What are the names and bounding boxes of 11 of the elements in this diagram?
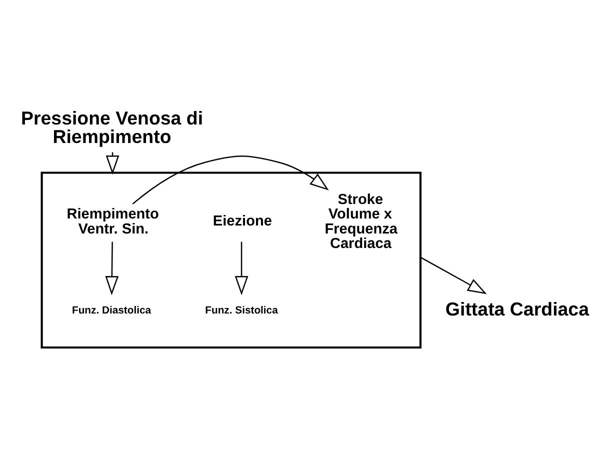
node-text: Stroke Volume x Frequenza Cardiaca [324,192,398,252]
node-text: Funz. Diastolica [72,305,152,316]
node-text: Eiezione [212,212,272,229]
arrow [234,241,248,295]
arrow [420,256,487,294]
node-text: Gittata Cardiaca [445,298,590,320]
arrow [105,241,119,295]
arrow [132,155,329,204]
node-text: Pressione Venosa di Riempimento [20,106,204,146]
node-text: Riempimento Ventr. Sin. [66,206,159,237]
node-text: Funz. Sistolica [205,305,278,316]
